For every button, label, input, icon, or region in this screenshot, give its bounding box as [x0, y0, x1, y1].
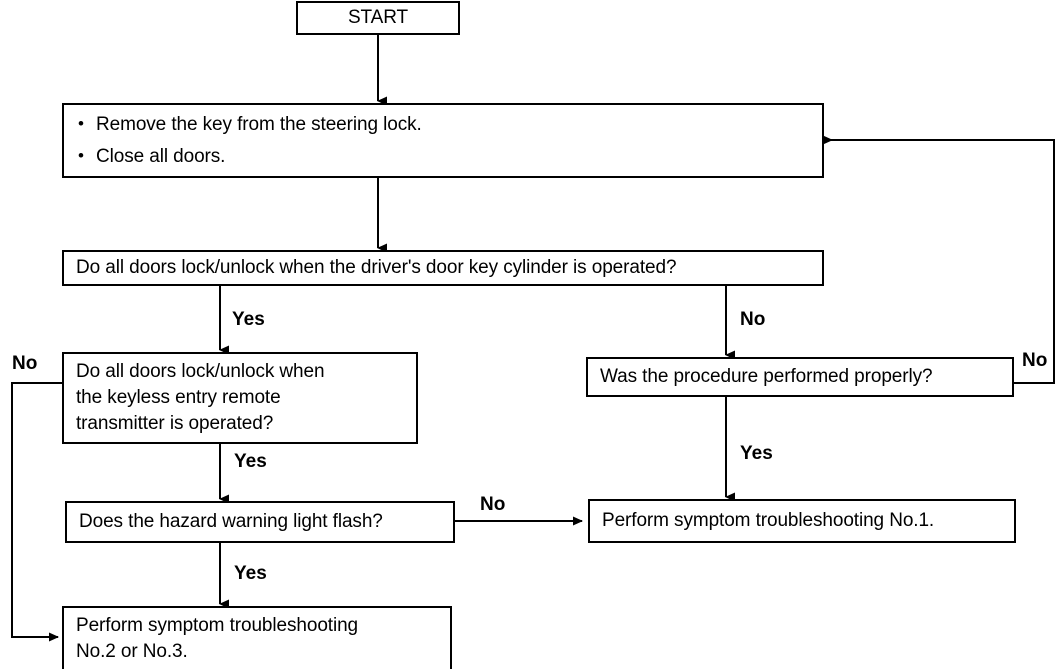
edge-label-remote-yes: Yes [234, 451, 267, 472]
preparation-bullet-list: Remove the key from the steering lock. C… [76, 111, 810, 170]
remote-line-1: Do all doors lock/unlock when [76, 361, 325, 382]
edge-label-procedure-no: No [1022, 350, 1048, 371]
node-result-troubleshooting-no1[interactable]: Perform symptom troubleshooting No.1. [588, 499, 1016, 543]
result-no2-no3-line-2: No.2 or No.3. [76, 641, 188, 662]
node-question-hazard-light-label: Does the hazard warning light flash? [79, 511, 383, 532]
preparation-bullet-1: Remove the key from the steering lock. [76, 111, 810, 138]
preparation-bullet-2: Close all doors. [76, 143, 810, 170]
node-question-procedure-label: Was the procedure performed properly? [600, 366, 933, 387]
node-result-troubleshooting-no2-no3[interactable]: Perform symptom troubleshooting No.2 or … [62, 606, 452, 669]
node-question-procedure[interactable]: Was the procedure performed properly? [586, 357, 1014, 397]
edge-label-procedure-yes: Yes [740, 443, 773, 464]
node-start-label: START [347, 7, 409, 28]
edge-label-cylinder-yes: Yes [232, 309, 265, 330]
remote-line-3: transmitter is operated? [76, 413, 274, 434]
node-start[interactable]: START [296, 1, 460, 35]
remote-line-2: the keyless entry remote [76, 387, 281, 408]
connector-procedure-no [823, 135, 1055, 384]
node-question-hazard-light[interactable]: Does the hazard warning light flash? [65, 501, 455, 543]
result-no2-no3-line-1: Perform symptom troubleshooting [76, 615, 359, 636]
edge-label-hazard-no: No [480, 494, 506, 515]
edge-label-cylinder-no: No [740, 309, 766, 330]
edge-label-hazard-yes: Yes [234, 563, 267, 584]
node-preparation[interactable]: Remove the key from the steering lock. C… [62, 103, 824, 178]
node-question-key-cylinder[interactable]: Do all doors lock/unlock when the driver… [62, 250, 824, 286]
node-result-troubleshooting-no1-label: Perform symptom troubleshooting No.1. [602, 510, 935, 531]
edge-label-remote-no: No [12, 353, 38, 374]
node-question-key-cylinder-label: Do all doors lock/unlock when the driver… [76, 257, 677, 278]
connector-remote-no [11, 382, 64, 642]
node-question-remote-transmitter[interactable]: Do all doors lock/unlock when the keyles… [62, 352, 418, 444]
